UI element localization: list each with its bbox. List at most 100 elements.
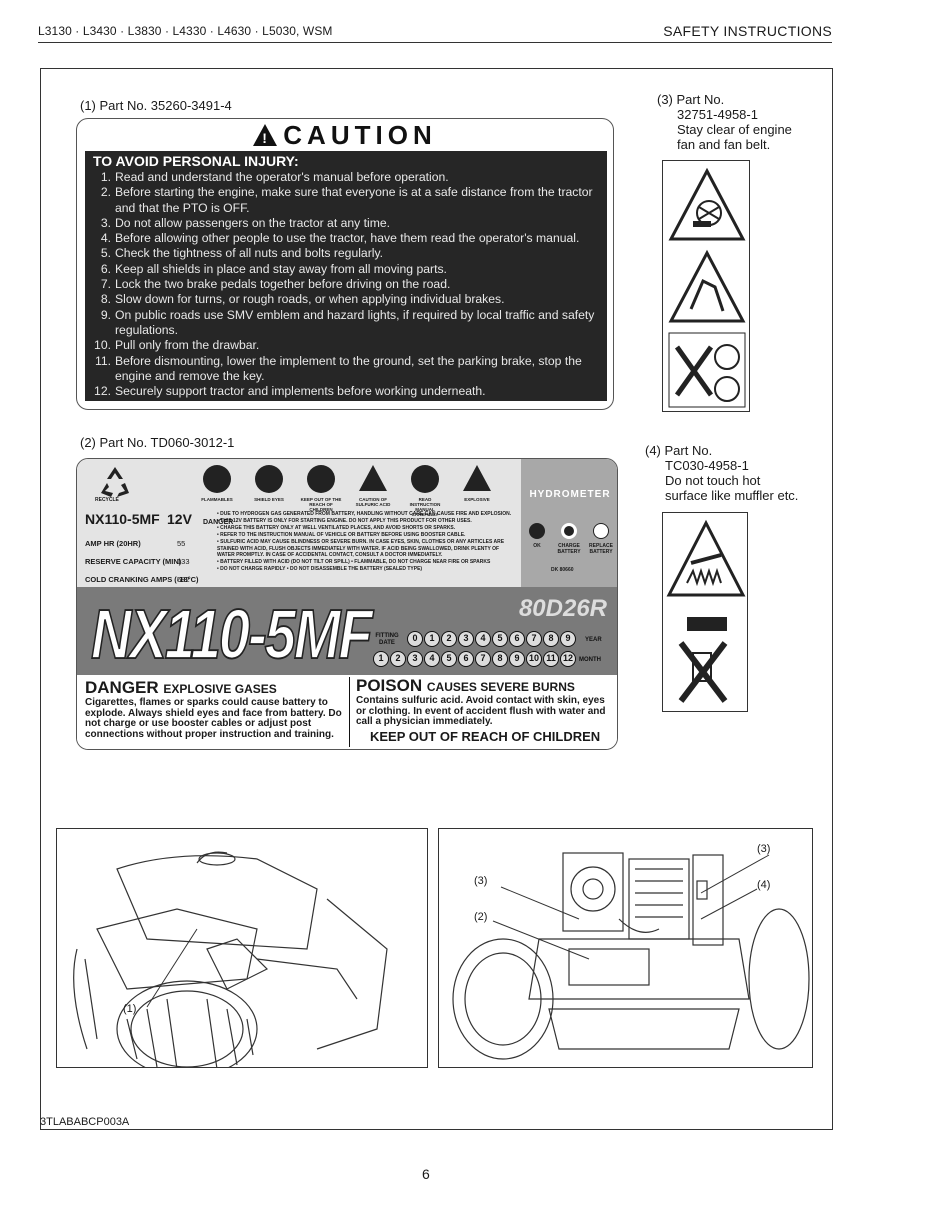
caution-title: CAUTION [283,120,437,150]
date-digit-circle: 4 [424,651,440,667]
figure-code: 3TLABABCP003A [40,1116,130,1128]
label3-info: (3) Part No. 32751-4958-1 Stay clear of … [657,92,792,152]
label2-part-number: (2) Part No. TD060-3012-1 [80,435,235,450]
warning-triangle-icon: ! [253,124,278,146]
danger-column: DANGER EXPLOSIVE GASES Cigarettes, flame… [85,679,353,740]
label4-sticker [662,512,748,712]
icon-caption: EXPLOSIVE [464,497,490,502]
indicator-label: OK [533,543,541,549]
page-number: 6 [422,1166,430,1182]
caution-item: 1.Read and understand the operator's man… [100,170,449,184]
read-manual-icon [411,465,439,493]
caution-item: 11.Before dismounting, lower the impleme… [94,353,582,383]
caution-subtitle: TO AVOID PERSONAL INJURY: [93,153,299,169]
indicator-charge-dot [561,523,577,539]
callout-4: (4) [757,879,771,891]
icon-caption: CAUTION OF SULFURIC ACID [355,497,391,507]
battery-warning-line: • DO NOT CHARGE RAPIDLY • DO NOT DISASSE… [217,566,423,573]
hydrometer-title: HYDROMETER [529,489,611,500]
battery-warning-line: • THIS 12V BATTERY IS ONLY FOR STARTING … [217,517,472,524]
date-digit-circle: 6 [509,631,525,647]
date-digit-circle: 1 [373,651,389,667]
date-digit-circle: 5 [441,651,457,667]
date-digit-circle: 3 [458,631,474,647]
icon-caption: FLAMMABLES [201,497,233,502]
caution-item: 3.Do not allow passengers on the tractor… [100,215,391,230]
icon-caption: KEEP OUT OF THE REACH OF CHILDREN [300,497,342,512]
battery-size-code: 80D26R [518,595,607,622]
label3-desc: Stay clear of engine [677,122,792,137]
battery-warning-line: • BATTERY FILLED WITH ACID (DO NOT TILT … [217,559,491,566]
caution-item: 6.Keep all shields in place and stay awa… [100,261,447,276]
recycle-caption: RECYCLE [95,497,119,503]
label4-info: (4) Part No. TC030-4958-1 Do not touch h… [645,443,798,503]
label4-part: (4) Part No. [645,443,713,458]
callout-3: (3) [474,875,488,887]
date-digit-circle: 8 [543,631,559,647]
danger-title: DANGER [85,678,159,697]
icon-caption: SHIELD EYES [254,497,284,502]
callout-1: (1) [123,1003,137,1015]
battery-warnings: • DUE TO HYDROGEN GAS GENERATED FROM BAT… [217,511,517,573]
caution-item: 7.Lock the two brake pedals together bef… [100,277,451,292]
indicator-code: DK 80660 [551,567,574,573]
danger-subtitle: EXPLOSIVE GASES [163,682,277,696]
sulfuric-acid-icon [359,465,387,491]
label3-number: 32751-4958-1 [677,107,758,122]
caution-item: 10.Pull only from the drawbar. [94,338,260,353]
battery-warning-line: • SULFURIC ACID MAY CAUSE BLINDNESS OR S… [217,538,505,559]
caution-item: 12.Securely support tractor and implemen… [94,384,486,399]
date-digit-circle: 7 [526,631,542,647]
hydrometer-panel: HYDROMETER OK CHARGE BATTERY REPLACE BAT… [521,459,617,587]
caution-item: 5.Check the tightness of all nuts and bo… [100,246,384,261]
date-digit-circle: 9 [509,651,525,667]
caution-heading: !CAUTION [77,119,613,151]
date-digit-circle: 7 [475,651,491,667]
poison-column: POISON CAUSES SEVERE BURNS Contains sulf… [349,677,617,747]
date-digit-circle: 2 [441,631,457,647]
date-digit-circle: 8 [492,651,508,667]
date-digit-circle: 0 [407,631,423,647]
icon-caption: READ INSTRUCTION MANUAL CAREFULLY [409,497,441,517]
callout-2: (2) [474,911,488,923]
battery-hazard-icons: FLAMMABLES SHIELD EYES KEEP OUT OF THE R… [195,465,495,517]
hot-surface-pictogram [666,519,746,703]
explosive-icon [463,465,491,491]
date-digit-circle: 11 [543,651,559,667]
caution-list: 1.Read and understand the operator's man… [93,170,599,399]
battery-spec: RESERVE CAPACITY (MIN)133 [85,557,190,566]
battery-voltage: 12V [167,511,192,527]
date-digit-circle: 1 [424,631,440,647]
date-digit-circle: 9 [560,631,576,647]
date-digit-circle: 3 [407,651,423,667]
fan-hazard-pictogram [668,167,746,408]
indicator-label: REPLACE BATTERY [589,543,613,555]
caution-label: !CAUTION TO AVOID PERSONAL INJURY: 1.Rea… [76,118,614,410]
battery-spec: COLD CRANKING AMPS (-18°C)582 [85,575,199,584]
battery-model: NX110-5MF [85,511,160,527]
label3-sticker [662,160,750,412]
keep-out-text: KEEP OUT OF REACH OF CHILDREN [370,728,601,744]
poison-title: POISON [356,676,423,695]
indicator-label: CHARGE BATTERY [557,543,581,555]
battery-warning-line: • REFER TO THE INSTRUCTION MANUAL OF VEH… [217,531,466,538]
label1-part-number: (1) Part No. 35260-3491-4 [80,98,232,113]
date-digit-circle: 10 [526,651,542,667]
tractor-left-illustration: (1) [56,828,428,1068]
tractor-line-drawing [73,851,388,1067]
header-rule [38,42,832,43]
date-digit-circle: 12 [560,651,576,667]
danger-text: Cigarettes, flames or sparks could cause… [85,697,342,740]
label3-part: (3) Part No. [657,92,725,107]
indicator-ok-dot [529,523,545,539]
date-digit-circle: 4 [475,631,491,647]
callout-3: (3) [757,843,771,855]
poison-text: Contains sulfuric acid. Avoid contact wi… [356,695,606,728]
label4-desc: surface like muffler etc. [665,488,799,503]
battery-spec: AMP HR (20HR)55 [85,539,186,548]
indicator-replace-dot [593,523,609,539]
content-frame [40,68,833,1130]
year-label: YEAR [585,637,602,643]
